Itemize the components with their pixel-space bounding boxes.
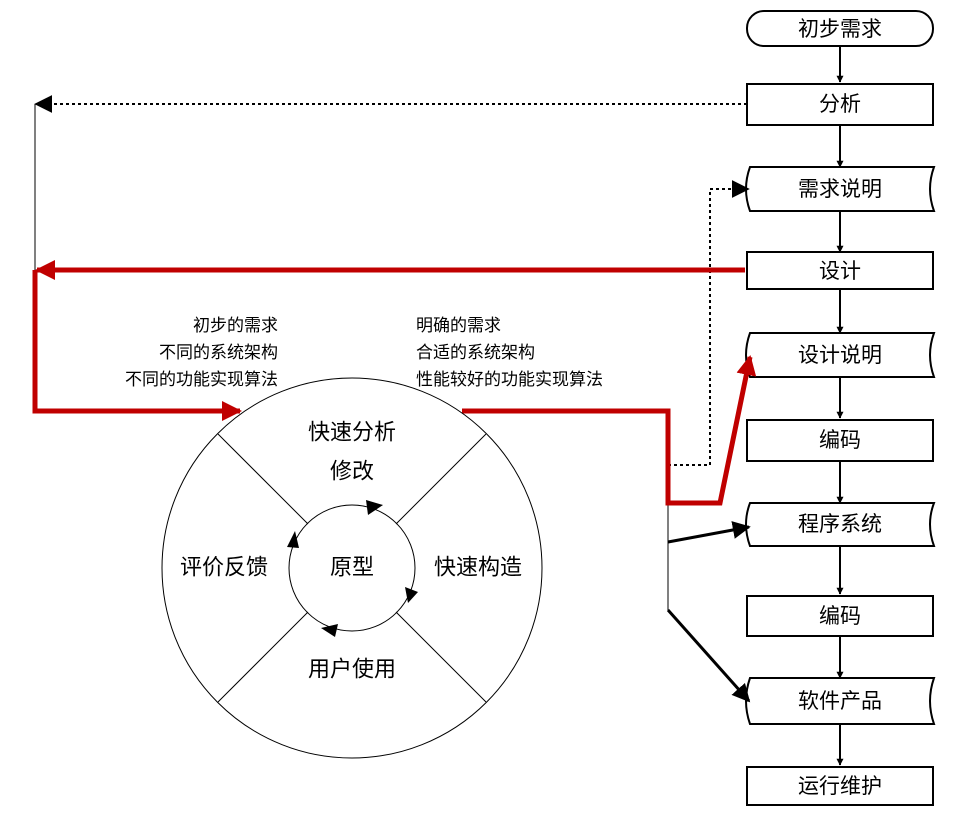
- right-note-line-3: 性能较好的功能实现算法: [416, 370, 603, 390]
- quick-analysis-label: 快速分析: [308, 421, 396, 446]
- flow-box-labels: 初步需求 分析 需求说明 设计 设计说明 编码 程序系统 编码 软件产品 运行维…: [798, 17, 882, 798]
- right-notes: 明确的需求 合适的系统架构 性能较好的功能实现算法: [416, 316, 603, 390]
- divider-lines: [217, 433, 487, 703]
- program-system-arrow: [667, 521, 751, 544]
- cycle-arrowheads: [287, 500, 418, 637]
- left-note-line-3: 不同的功能实现算法: [125, 370, 278, 390]
- start-terminal: [746, 10, 934, 47]
- coding1-box: [746, 419, 934, 462]
- right-note-line-1: 明确的需求: [416, 316, 501, 336]
- coding2-label: 编码: [819, 604, 861, 628]
- analysis-label: 分析: [819, 92, 861, 116]
- program-system-box: [745, 502, 936, 547]
- exit-red-path: [462, 355, 757, 506]
- flow-boxes: [745, 10, 936, 806]
- design-box: [746, 251, 934, 290]
- analysis-box: [746, 83, 934, 126]
- left-note-line-1: 初步的需求: [193, 316, 278, 336]
- cycle-arrow-bottom: [321, 624, 338, 637]
- coding1-label: 编码: [819, 428, 861, 452]
- req-spec-label: 需求说明: [798, 177, 882, 201]
- maintenance-box: [746, 766, 934, 806]
- prototype-cycle: 原型 快速分析 修改 快速构造 用户使用 评价反馈: [161, 377, 543, 759]
- software-product-arrow: [666, 609, 751, 703]
- cycle-arrow-right: [405, 587, 418, 603]
- user-use-label: 用户使用: [308, 658, 396, 683]
- cycle-arrow-top: [366, 500, 383, 515]
- left-note-line-2: 不同的系统架构: [159, 343, 278, 363]
- design-spec-box: [745, 332, 936, 378]
- req-spec-dotted-arrow: [668, 180, 750, 466]
- right-note-line-2: 合适的系统架构: [416, 343, 535, 363]
- software-product-label: 软件产品: [798, 689, 882, 713]
- maintenance-label: 运行维护: [798, 774, 882, 798]
- left-notes: 初步的需求 不同的系统架构 不同的功能实现算法: [125, 316, 278, 390]
- prototype-center-label: 原型: [330, 556, 374, 581]
- cycle-arrow-left: [287, 531, 299, 548]
- outer-circle: [161, 377, 543, 759]
- modify-label: 修改: [330, 460, 374, 485]
- design-spec-label: 设计说明: [798, 343, 882, 367]
- start-label: 初步需求: [798, 17, 882, 41]
- evaluate-feedback-label: 评价反馈: [180, 556, 268, 581]
- left-red-down-line: [32, 270, 242, 421]
- quick-build-label: 快速构造: [434, 556, 522, 581]
- program-system-label: 程序系统: [798, 512, 882, 536]
- coding2-box: [746, 595, 934, 637]
- design-label: 设计: [819, 259, 861, 283]
- inner-circle: [288, 504, 416, 632]
